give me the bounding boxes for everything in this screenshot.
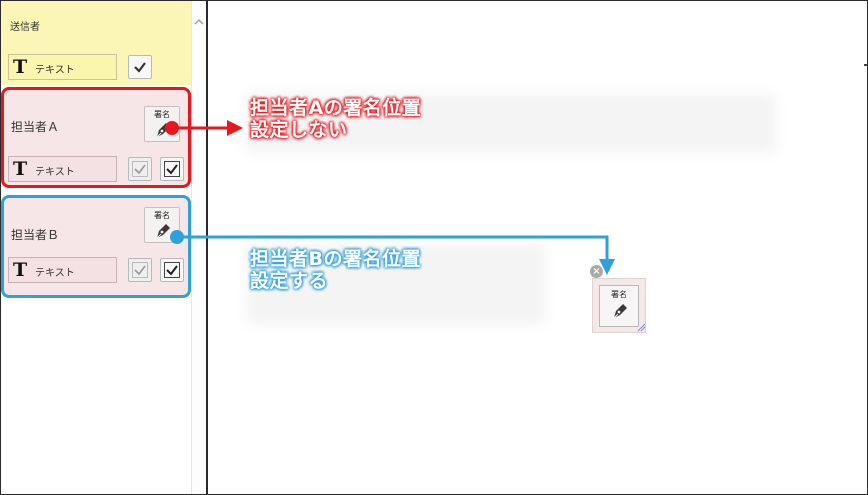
checkmark-icon [164,161,180,177]
checkbox-button[interactable] [128,258,152,282]
annotation-b-line1: 担当者Bの署名位置 [250,248,421,270]
checkbox-button[interactable] [128,55,152,79]
placed-signature-label: 署名 [611,290,627,299]
close-icon[interactable]: × [590,265,603,278]
text-t-icon: T [13,56,28,78]
annotation-b: 担当者Bの署名位置 設定する [250,248,421,292]
panel-divider [206,1,208,494]
checkmark-icon [164,262,180,278]
signature-button-label: 署名 [154,211,170,220]
signer-a: 担当者Ａ 署名 T テキスト [1,87,191,188]
checkbox-button[interactable] [160,258,184,282]
resize-handle-icon[interactable] [637,323,646,332]
checkmark-icon [132,262,148,278]
signer-panel: 送信者 T テキスト 担当者Ａ 署名 [1,1,191,494]
signature-button[interactable]: 署名 [144,207,180,243]
annotation-a-line2: 設定しない [250,119,348,141]
annotation-backdrop [246,93,776,153]
text-field-button[interactable]: T テキスト [8,156,117,182]
text-field-button[interactable]: T テキスト [8,257,117,283]
text-field-label: テキスト [35,65,75,76]
placed-signature-box[interactable]: 署名 [599,285,639,327]
annotation-a: 担当者Aの署名位置 設定しない [250,97,421,141]
scrollbar[interactable] [191,1,206,494]
arrow-a [165,120,243,136]
checkbox-button[interactable] [160,157,184,181]
signer-name: 担当者Ｂ [11,228,60,242]
annotation-b-line2: 設定する [250,270,329,292]
text-t-icon: T [13,259,28,281]
signature-button-label: 署名 [154,110,170,119]
text-field-label: テキスト [35,268,75,279]
canvas-edge-mark [864,64,867,66]
arrow-b [170,230,615,275]
text-field-label: テキスト [35,167,75,178]
annotation-backdrop [246,244,546,324]
annotation-a-line1: 担当者Aの署名位置 [250,97,422,119]
checkbox-button[interactable] [128,157,152,181]
checkmark-icon [134,62,146,73]
pen-nib-icon [156,224,170,239]
scroll-up-icon[interactable] [194,17,204,27]
checkmark-icon [132,161,148,177]
signer-sender: 送信者 T テキスト [1,1,191,85]
pen-nib-icon [613,304,627,319]
signer-name: 担当者Ａ [11,120,60,134]
signer-b: 担当者Ｂ 署名 T テキスト [1,195,191,298]
signer-name: 送信者 [10,22,40,33]
text-t-icon: T [13,158,28,180]
placed-signature-field[interactable]: 署名 [592,278,646,333]
text-field-button[interactable]: T テキスト [8,54,117,80]
